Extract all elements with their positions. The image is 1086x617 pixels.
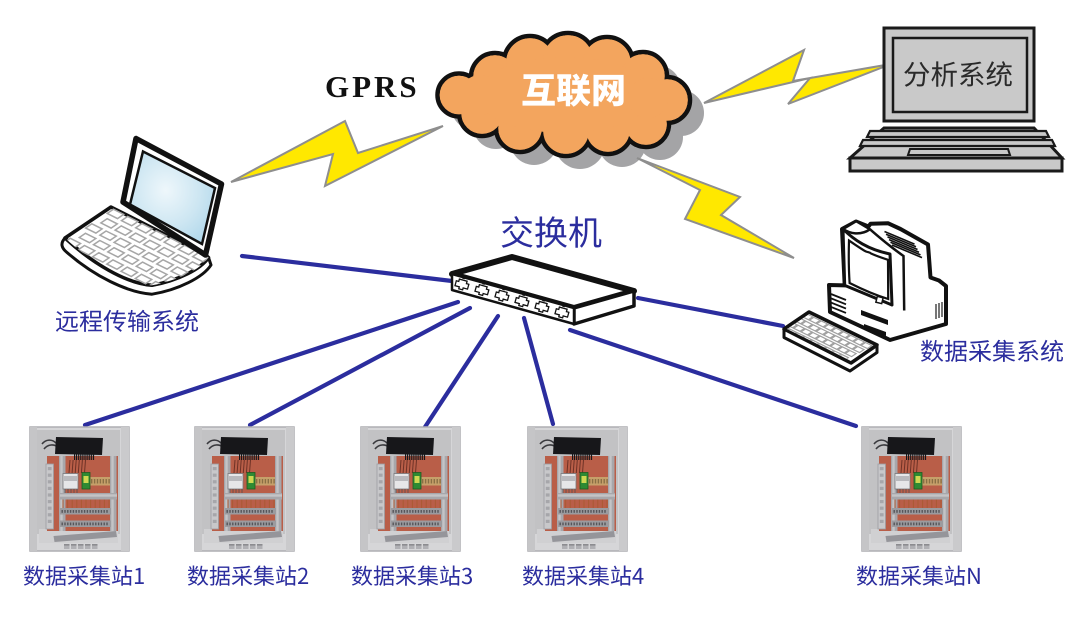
svg-text:GPRS: GPRS — [325, 69, 420, 104]
